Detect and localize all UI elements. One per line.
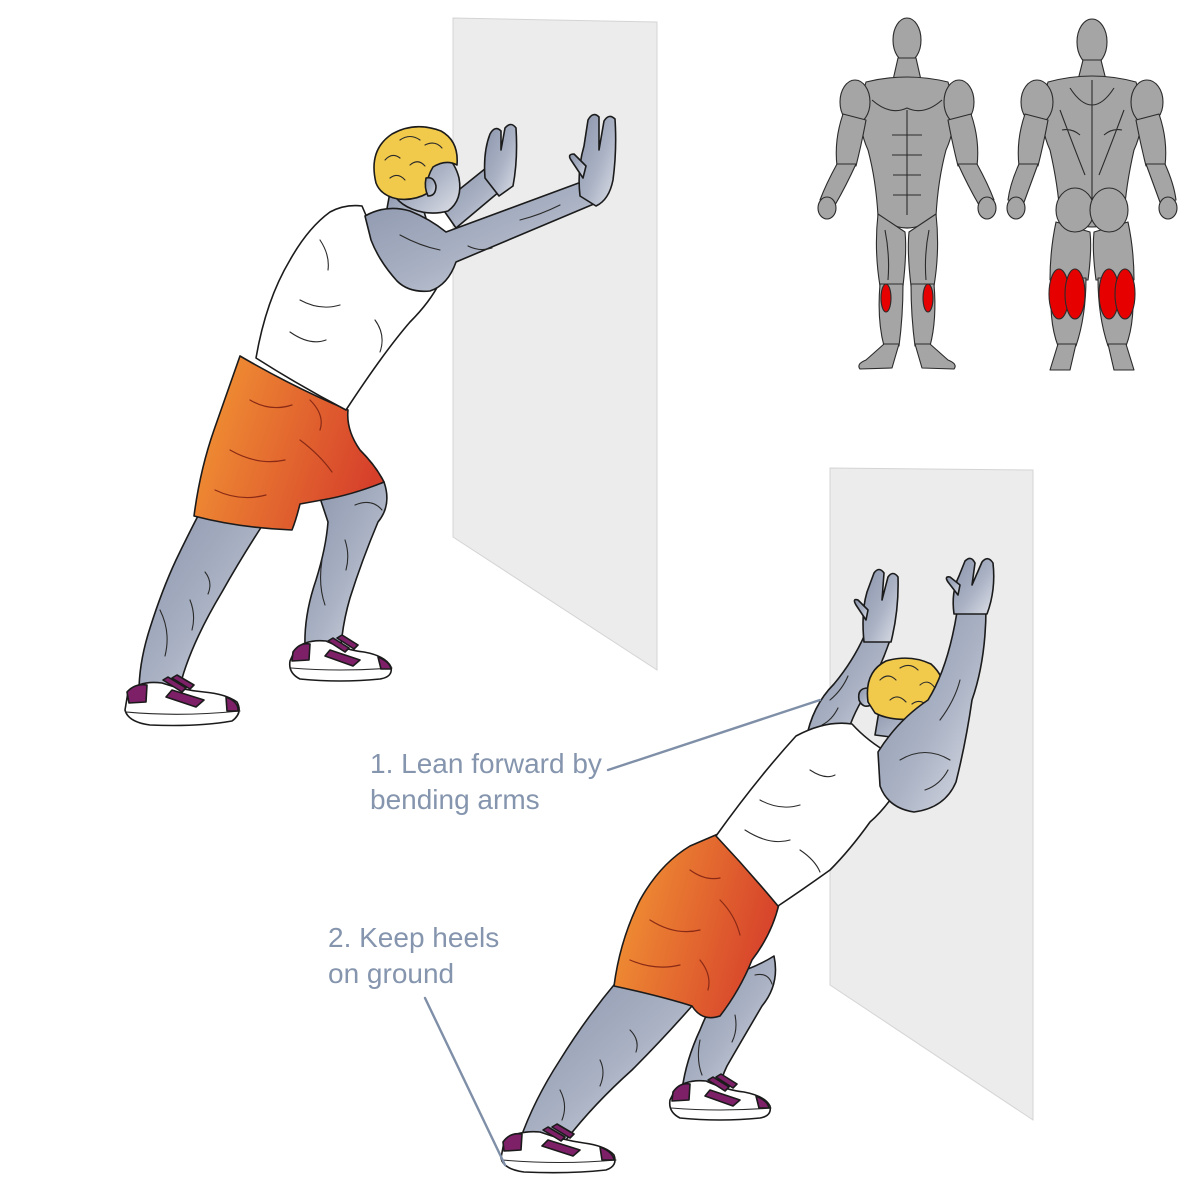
callout-1-line-1: 1. Lean forward by [370, 748, 602, 779]
lean-left-arm-muscle-lines [821, 675, 849, 726]
back-shoe [124, 674, 241, 727]
callout-2-leader-line [423, 996, 507, 1167]
anat-front-foot-right [914, 343, 956, 370]
ear [424, 176, 437, 197]
lean-back-leg [519, 979, 693, 1141]
back-leg [138, 511, 263, 693]
front-thumb [568, 153, 587, 179]
callout-1-leader-line [606, 698, 822, 772]
shorts-wrinkles [214, 399, 333, 499]
front-shoe-stripe [324, 649, 361, 667]
lean-tank-top [715, 722, 903, 907]
anat-back-highlight [1048, 268, 1136, 320]
anatomy-back-figure [1006, 18, 1178, 371]
lean-back-shoe-stripe [541, 1139, 581, 1157]
hair-curls [384, 135, 443, 181]
lean-front-shoe-toe-cap [755, 1095, 770, 1109]
front-arm-muscle-lines [399, 204, 561, 251]
callout-1-line-2: bending arms [370, 784, 540, 815]
back-shoe-accents [126, 674, 239, 712]
lean-back-shoe-heel-tab [502, 1132, 523, 1152]
anatomy-front-figure [817, 17, 997, 370]
shorts [193, 355, 385, 531]
back-shoe-toe-cap [225, 696, 239, 712]
lean-back-shoe-toe-cap [599, 1146, 615, 1161]
front-leg-muscle-lines [319, 501, 383, 606]
anat-front-upper-arm-right [947, 113, 979, 167]
anat-back-head [1076, 18, 1108, 66]
person-lean-position [500, 557, 995, 1174]
anat-front-torso-lines [871, 99, 943, 215]
anat-back-foot-left [1049, 343, 1077, 371]
anat-back-torso-lines [1059, 80, 1125, 200]
anat-back-foot-right [1107, 343, 1135, 371]
lean-back-shoe-laces [542, 1123, 575, 1142]
back-leg-muscle-lines [159, 571, 211, 657]
anat-front-upper-arm-left [835, 113, 867, 167]
lean-right-thumb [945, 576, 961, 596]
anat-front-highlight [880, 283, 934, 313]
front-leg [304, 481, 388, 647]
anat-back-glute-left [1055, 187, 1095, 233]
lean-front-leg-muscle-lines [697, 973, 773, 1076]
anat-back-thigh-left [1049, 221, 1092, 281]
anat-front-calf-left-highlight [880, 283, 892, 313]
anat-back-glute-right [1089, 187, 1129, 233]
front-shoe-laces [327, 634, 359, 653]
anat-back-calf-left-inner-highlight [1064, 268, 1086, 320]
anat-front-head [892, 17, 922, 63]
front-shoe [288, 634, 393, 682]
front-shoe-accents [291, 634, 392, 670]
anat-front-hand-right [977, 196, 997, 220]
lean-hair-curls [879, 664, 936, 707]
back-shoe-body [124, 681, 240, 727]
lean-back-shoe [500, 1123, 617, 1174]
lean-back-shoe-sole-line [501, 1159, 617, 1164]
front-shoe-heel-tab [291, 642, 311, 662]
back-shoe-laces [162, 674, 195, 693]
lean-front-leg [681, 955, 777, 1093]
callout-2-line-2: on ground [328, 958, 454, 989]
lean-front-shoe-stripe [704, 1089, 741, 1107]
anat-back-calf-right-outer-highlight [1114, 268, 1136, 320]
anat-front-thigh-lines [884, 229, 930, 281]
tank-top-wrinkles [289, 239, 383, 353]
back-shoe-heel-tab [126, 683, 148, 704]
lean-left-thumb [853, 598, 869, 621]
lean-front-shoe-accents [671, 1073, 770, 1109]
anat-back-thigh-right [1092, 221, 1135, 281]
back-hand [483, 123, 518, 197]
lean-tank-top-wrinkles [744, 769, 836, 873]
hair [373, 125, 458, 201]
wall-top [452, 17, 658, 671]
anat-back-hand-right [1158, 196, 1178, 220]
person-start-position [124, 113, 617, 727]
back-shoe-sole-line [125, 710, 241, 715]
lean-left-hand [862, 568, 899, 643]
lean-back-shoe-accents [502, 1123, 615, 1161]
lean-front-shoe-heel-tab [671, 1082, 691, 1102]
lean-right-arm [877, 606, 987, 813]
lean-front-shoe-laces [707, 1073, 738, 1092]
back-shoe-stripe [165, 689, 205, 708]
callout-2-line-1: 2. Keep heels [328, 922, 499, 953]
anat-back-upper-arm-left [1017, 113, 1049, 167]
lean-back-leg-muscle-lines [559, 1029, 638, 1121]
lean-right-arm-muscle-lines [899, 679, 961, 791]
front-hand [578, 113, 617, 207]
anat-front-calf-right-highlight [922, 283, 934, 313]
anat-back-upper-arm-right [1135, 113, 1167, 167]
front-shoe-toe-cap [377, 656, 392, 670]
lean-front-shoe [668, 1073, 772, 1121]
anat-back-hand-left [1006, 196, 1026, 220]
anat-front-foot-left [858, 343, 900, 370]
anat-front-hand-left [817, 196, 837, 220]
lean-shorts-wrinkles [629, 869, 741, 991]
